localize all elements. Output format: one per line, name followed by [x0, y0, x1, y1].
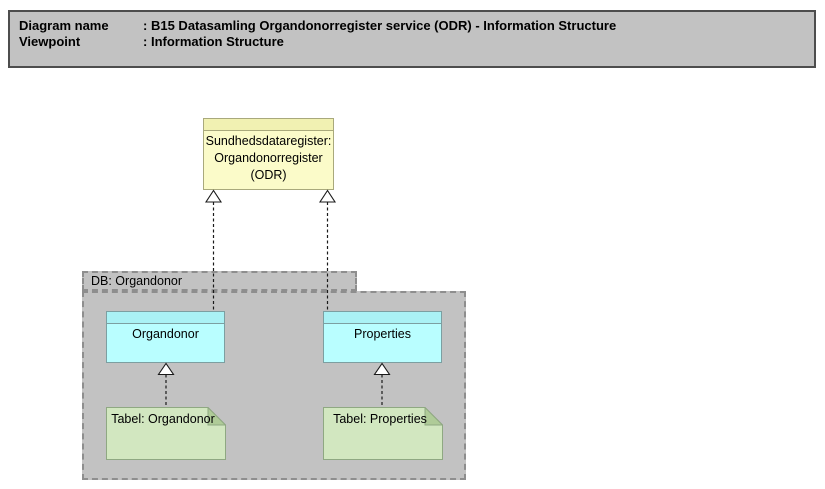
node-label-line2: Organdonorregister	[214, 151, 323, 165]
node-label: Tabel: Properties	[333, 412, 427, 426]
node-header-band	[204, 119, 333, 131]
group-db-organdonor-tab[interactable]: DB: Organdonor	[82, 271, 357, 291]
note-shape	[106, 407, 226, 460]
node-label: Sundhedsdataregister: Organdonorregister…	[204, 131, 333, 184]
folded-corner-icon	[424, 407, 443, 426]
diagram-title-block: Diagram name: B15 Datasamling Organdonor…	[8, 10, 816, 68]
node-header-band	[324, 312, 441, 324]
node-entity-properties[interactable]: Properties	[323, 311, 442, 363]
node-label-line3: (ODR)	[250, 168, 287, 182]
node-label: Properties	[354, 327, 411, 341]
note-shape	[323, 407, 443, 460]
realization-arrowhead-icon	[318, 189, 337, 203]
diagram-name-label: Diagram name	[19, 18, 109, 33]
realization-arrowhead-icon	[204, 189, 223, 203]
node-entity-organdonor[interactable]: Organdonor	[106, 311, 225, 363]
viewpoint-separator: :	[143, 34, 148, 49]
node-sundhedsdataregister-odr[interactable]: Sundhedsdataregister: Organdonorregister…	[203, 118, 334, 190]
viewpoint-row: Viewpoint: Information Structure	[19, 34, 806, 50]
group-label: DB: Organdonor	[91, 274, 183, 288]
node-label-line1: Sundhedsdataregister:	[205, 134, 332, 148]
diagram-name-row: Diagram name: B15 Datasamling Organdonor…	[19, 18, 806, 34]
node-label: Tabel: Organdonor	[111, 412, 215, 426]
node-tabel-properties[interactable]: Tabel: Properties	[323, 407, 443, 460]
node-tabel-organdonor[interactable]: Tabel: Organdonor	[106, 407, 226, 460]
viewpoint-value: Information Structure	[150, 34, 284, 49]
viewpoint-label: Viewpoint	[19, 34, 81, 49]
diagram-name-separator: :	[143, 18, 148, 33]
diagram-name-value: B15 Datasamling Organdonorregister servi…	[150, 18, 617, 33]
node-header-band	[107, 312, 224, 324]
folded-corner-icon	[207, 407, 226, 426]
node-label: Organdonor	[132, 327, 199, 341]
